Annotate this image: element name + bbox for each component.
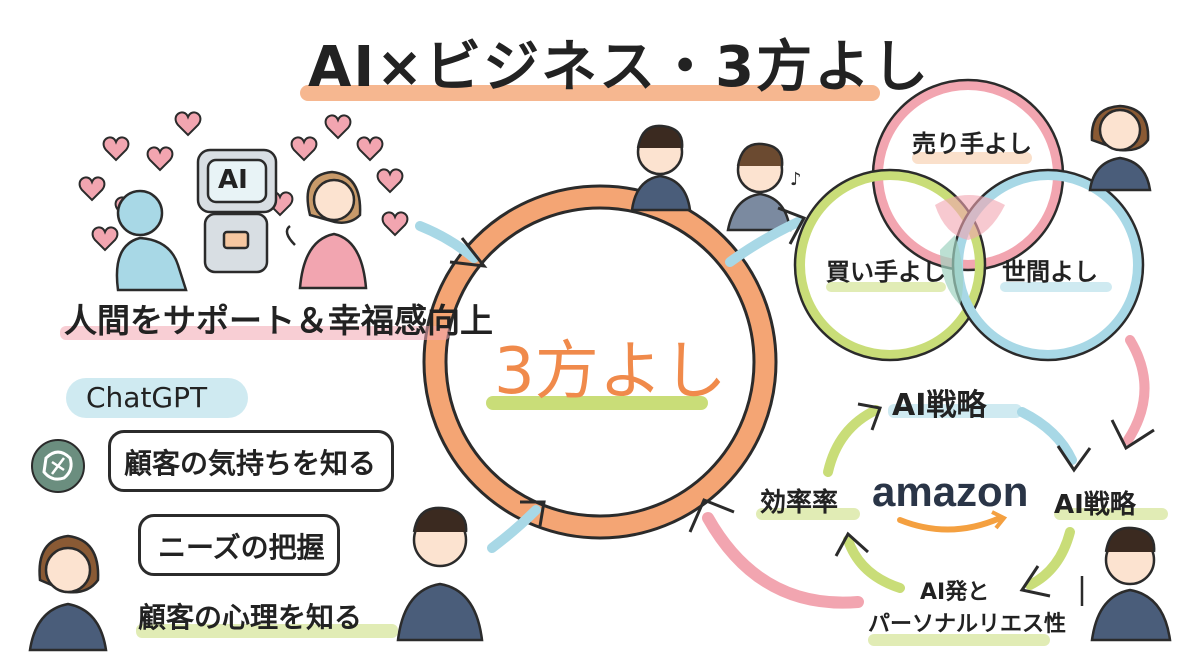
- center-label-underline: [486, 396, 708, 410]
- cycle-arrow-left-top: [823, 405, 881, 477]
- businessman-bottomcenter: [396, 506, 484, 642]
- center-label: 3方よし: [494, 335, 727, 409]
- arrow-to-venn: [725, 217, 803, 267]
- music-note: ♪: [790, 169, 802, 190]
- venn-buyer-highlight: [826, 282, 946, 292]
- venn-buyer-circle: [795, 170, 985, 360]
- page-title: AI×ビジネス・3方よし: [308, 35, 931, 100]
- support-text-highlight: [60, 326, 450, 340]
- venn-society-highlight: [1000, 282, 1112, 292]
- speech-bubble-2-text: ニーズの把握: [158, 531, 325, 564]
- ai-robot-label: AI: [218, 165, 248, 195]
- arrow-venn-to-cycle: [1123, 335, 1150, 445]
- cycle-right-label: AI戦略: [1054, 490, 1136, 520]
- ai-robot: [196, 148, 278, 274]
- venn-seller-label: 売り手よし: [912, 130, 1032, 158]
- amazon-smile: [897, 515, 1003, 533]
- speech-bubble-2: [138, 514, 340, 576]
- cycle-arrow-right-bottom: [1025, 527, 1075, 590]
- cycle-bottom-highlight: [868, 634, 1050, 646]
- businessmen-pair: [630, 124, 792, 232]
- bubble-3-highlight: [136, 624, 398, 638]
- businesswoman-bottomleft: [28, 534, 108, 652]
- arrow-left-to-center: [415, 221, 479, 263]
- center-circle-outline: [422, 184, 778, 540]
- cycle-bottom-label-line2: パーソナルリエス性: [868, 612, 1067, 637]
- venn-overlap-pink: [935, 195, 1005, 240]
- center-circle: [424, 186, 776, 538]
- businesswoman-topright: [1088, 104, 1152, 192]
- speech-bubble-1: [108, 430, 394, 492]
- bubble-3-text: 顧客の心理を知る: [138, 601, 363, 634]
- businessman-bottomright: [1080, 526, 1172, 642]
- cycle-bottom-label-line1: AI発と: [920, 580, 990, 605]
- venn-buyer-label: 買い手よし: [826, 258, 946, 286]
- cycle-right-highlight: [1054, 508, 1168, 520]
- center-circle-inner-outline: [444, 206, 756, 518]
- chatgpt-logo-icon: [31, 439, 85, 493]
- girl-figure: [285, 170, 368, 290]
- arrow-cycle-to-center: [702, 512, 864, 609]
- speech-bubble-1-text: 顧客の気持ちを知る: [124, 447, 377, 480]
- cycle-top-highlight: [888, 404, 1022, 418]
- venn-overlap-green: [940, 235, 964, 305]
- cycle-left-highlight: [756, 508, 860, 520]
- support-text: 人間をサポート＆幸福感向上: [64, 301, 493, 340]
- venn-seller-highlight: [912, 152, 1032, 164]
- cycle-top-label: AI戦略: [892, 388, 987, 423]
- cycle-arrow-top-right: [1017, 407, 1077, 465]
- cycle-left-label: 効率率: [760, 488, 839, 518]
- amazon-logo: amazon: [872, 468, 1029, 515]
- chatgpt-label-highlight: [66, 378, 248, 418]
- human-figure: [115, 189, 188, 292]
- venn-society-label: 世間よし: [1002, 258, 1098, 286]
- title-underline: [300, 85, 880, 101]
- arrow-bottom-to-center: [487, 505, 541, 553]
- venn-buyer-outline: [793, 168, 987, 362]
- chatgpt-label: ChatGPT: [86, 381, 208, 414]
- cycle-arrow-bottom-left: [843, 535, 905, 593]
